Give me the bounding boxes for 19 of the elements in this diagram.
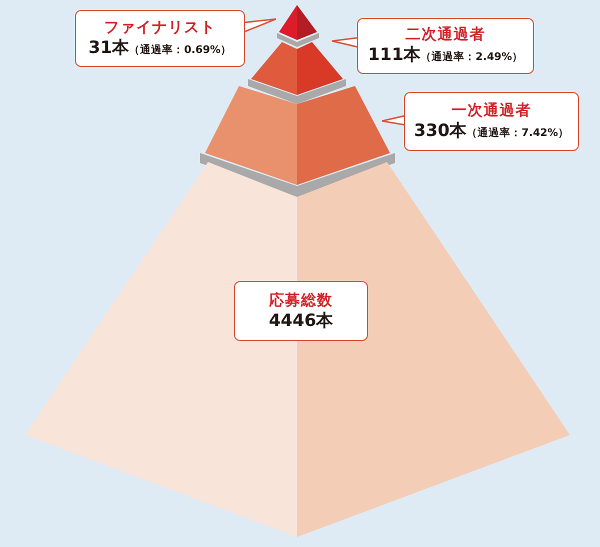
callout-heading: 二次通過者 — [406, 24, 486, 44]
pyramid-tier — [200, 86, 395, 197]
pass-rate: （通過率：2.49%） — [420, 51, 523, 63]
callout-box — [357, 18, 534, 74]
entry-count: 31本 — [88, 38, 130, 58]
entry-count: 330本 — [414, 120, 467, 140]
pyramid-tier — [25, 162, 570, 537]
callout-heading: 一次通過者 — [452, 100, 532, 120]
callout-box — [75, 10, 245, 67]
entry-count: 111本 — [368, 45, 421, 65]
pass-rate: （通過率：0.69%） — [129, 44, 232, 56]
callout-box — [404, 92, 579, 151]
pyramid-tier — [248, 42, 346, 104]
callout-heading: 応募総数 — [269, 290, 333, 310]
pass-rate: （通過率：7.42%） — [466, 126, 569, 138]
pyramid-top-tier — [277, 5, 319, 47]
callout-heading: ファイナリスト — [104, 16, 216, 36]
entry-count: 4446本 — [268, 311, 334, 331]
callout-box — [234, 281, 368, 341]
